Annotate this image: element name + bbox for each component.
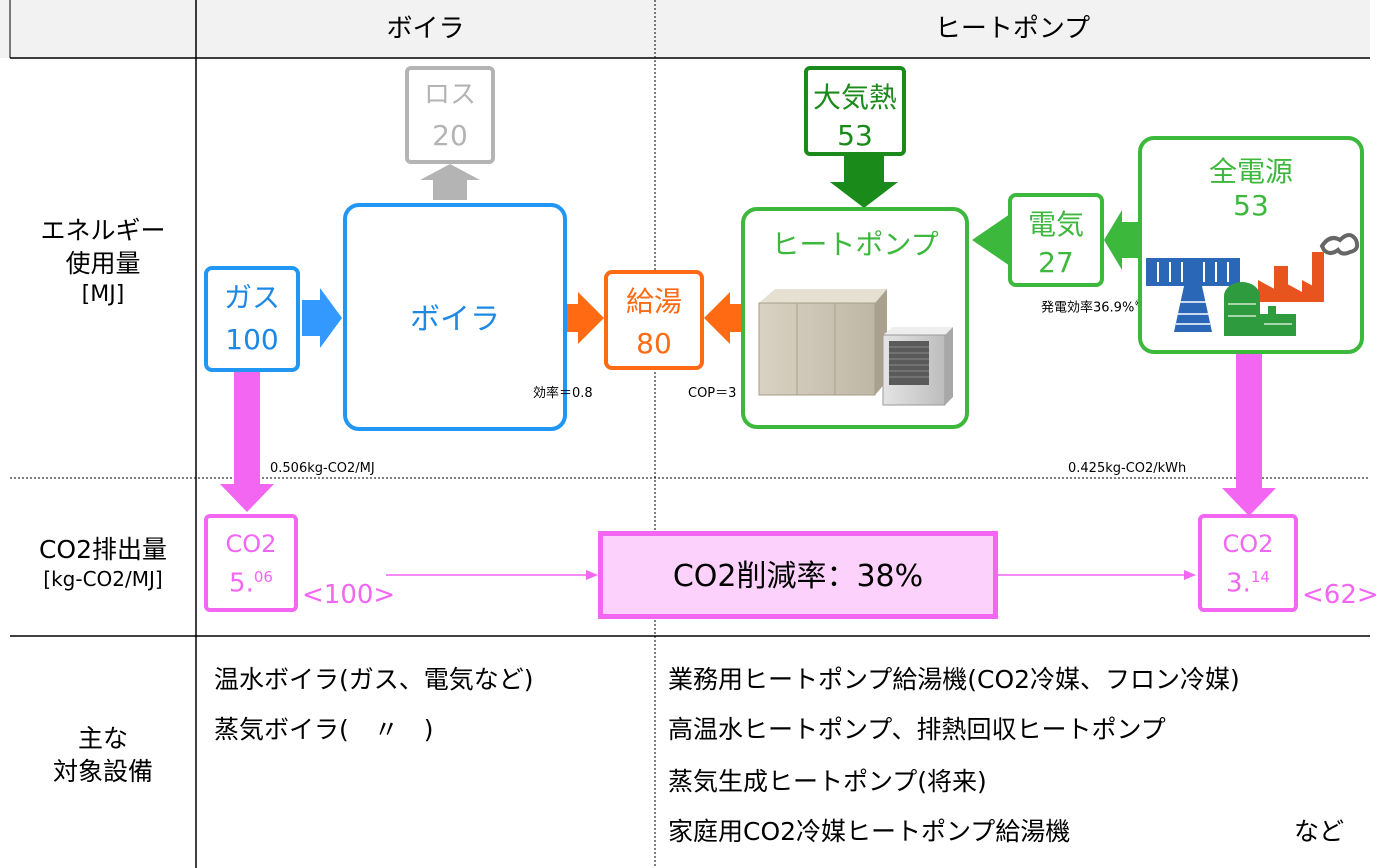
co2-reduction-text: CO2削減率：38% [672,559,924,594]
gas-value: 100 [225,323,279,356]
transmission-tower-icon [1146,258,1240,332]
loss-label: ロス [423,80,476,110]
nuclear-plant-icon [1224,282,1296,336]
row-label-energy-line2: 使用量 [65,249,141,278]
boiler-co2-value: 5.06 [208,570,294,597]
row-label-energy-unit: [MJ] [81,282,125,307]
heatpump-equipment-1: 業務用ヒートポンプ給湯機(CO2冷媒、フロン冷媒) [668,665,1240,694]
gas-box: ガス 100 [204,266,300,372]
electricity-emission-factor: 0.425kg-CO2/kWh [1068,461,1187,476]
heat-pump-box: ヒートポンプ [741,207,969,429]
smoke-icon [1319,233,1360,256]
electricity-value: 27 [1038,246,1074,279]
hot-water-box: 給湯 80 [604,270,704,370]
air-heat-arrow [830,156,898,208]
boiler-co2-box: CO2 5.06 [204,514,298,612]
row-label-co2-unit: [kg-CO2/MJ] [43,567,163,591]
header-boiler: ボイラ [386,14,465,44]
air-heat-value: 53 [837,119,873,152]
generation-efficiency-text: 発電効率36.9% [1041,300,1135,316]
header-heatpump: ヒートポンプ [934,14,1091,44]
air-heat-box: 大気熱 53 [804,66,906,156]
heat-pump-unit-image [758,289,953,406]
gas-arrow [302,288,342,348]
heat-pump-co2-box: CO2 3.14 [1198,514,1298,612]
power-to-electricity-arrow [1104,210,1140,270]
boiler-equipment-2: 蒸気ボイラ( 〃 ) [214,715,434,744]
boiler-equipment-1: 温水ボイラ(ガス、電気など) [214,665,534,694]
heat-pump-co2-index: <62> [1302,580,1379,610]
heatpump-to-hotwater-arrow [704,292,742,344]
row-label-co2: CO2排出量 [kg-CO2/MJ] [10,533,196,592]
co2-reduction-box: CO2削減率：38% [598,531,998,619]
loss-arrow [420,164,480,200]
generation-efficiency: 発電効率36.9%※1 [1041,300,1148,316]
heat-pump-co2-label: CO2 [1222,530,1274,558]
heatpump-equipment-3: 蒸気生成ヒートポンプ(将来) [668,767,987,796]
row-label-equipment-line2: 対象設備 [52,757,153,786]
power-source-value: 53 [1233,189,1269,222]
heatpump-equipment-4: 家庭用CO2冷媒ヒートポンプ給湯機 [668,817,1071,846]
factory-icon [1258,252,1324,302]
boiler-box: ボイラ [343,203,567,431]
heat-pump-label: ヒートポンプ [771,228,939,261]
power-plant-icon [1146,233,1360,336]
gas-label: ガス [223,281,280,314]
boiler-co2-label: CO2 [225,530,277,558]
power-co2-arrow [1222,354,1276,516]
boiler-label: ボイラ [410,302,500,337]
row-label-energy: エネルギー 使用量 [MJ] [10,214,196,309]
loss-box: ロス 20 [405,66,495,164]
boiler-co2-value-main: 5. [229,568,254,599]
power-source-box: 全電源 53 [1138,136,1364,354]
equipment-etc: など [1294,817,1345,846]
electricity-label: 電気 [1027,208,1084,241]
row-label-equipment: 主な 対象設備 [10,722,196,788]
boiler-co2-value-sup: 06 [253,568,273,586]
heat-pump-cop: COP＝3 [688,386,737,401]
hot-water-label: 給湯 [625,285,682,318]
heat-pump-co2-value-sup: 14 [1250,568,1270,586]
electricity-box: 電気 27 [1008,193,1104,287]
electricity-arrow [972,214,1010,266]
air-heat-label: 大気熱 [812,81,897,114]
loss-value: 20 [432,119,468,152]
boiler-co2-index: <100> [302,580,396,610]
gas-emission-factor: 0.506kg-CO2/MJ [270,461,375,476]
hot-water-value: 80 [636,327,672,360]
row-label-co2-line1: CO2排出量 [38,535,168,564]
header-band [0,0,1370,58]
gas-co2-arrow [220,372,274,512]
row-label-equipment-line1: 主な [77,724,128,753]
boiler-efficiency: 効率＝0.8 [533,386,593,401]
heatpump-equipment-2: 高温水ヒートポンプ、排熱回収ヒートポンプ [668,715,1166,744]
heat-pump-co2-value: 3.14 [1202,570,1294,597]
boiler-to-hotwater-arrow [566,292,604,344]
row-label-energy-line1: エネルギー [40,216,166,245]
heat-pump-co2-value-main: 3. [1226,568,1251,599]
power-source-label: 全電源 [1208,155,1293,188]
